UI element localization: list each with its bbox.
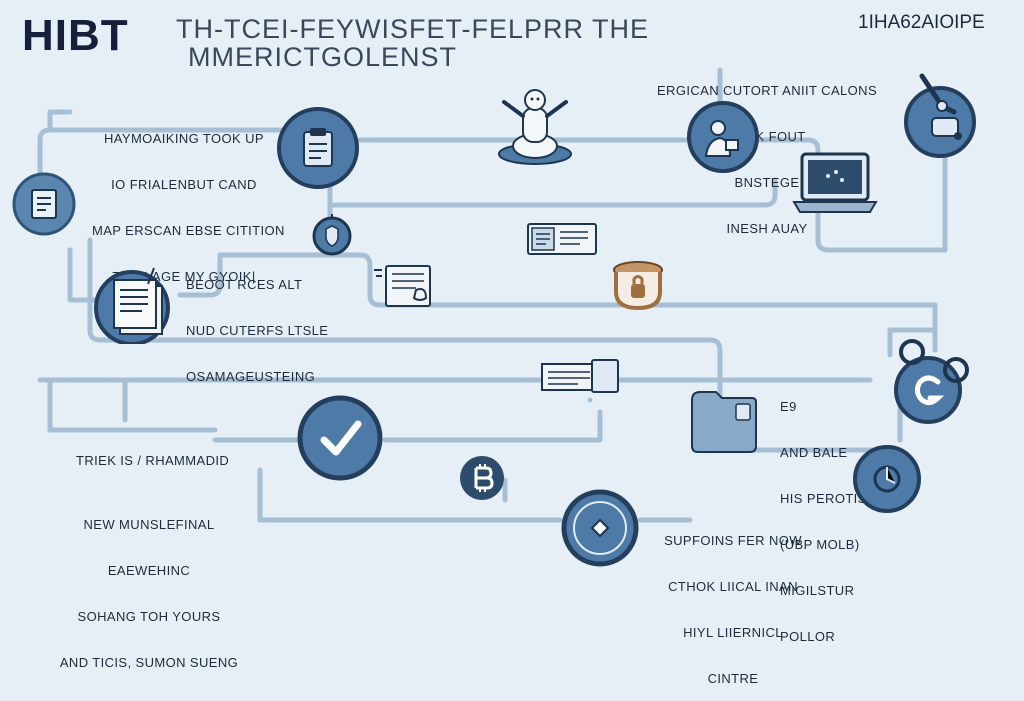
label-line: BEOOT RCES ALT [186, 276, 303, 292]
label-line: (UBP MOLB) [780, 536, 860, 552]
label-line: ERGICAN CUTORT ANIIT CALONS [656, 82, 878, 98]
label-bottom-center: SUPFOINS FER NOW CTHOK LIICAL INAN HIYL … [650, 502, 816, 701]
document-icon [12, 172, 76, 236]
label-line: INESH AUAY [726, 220, 808, 236]
corner-code: 1IHA62AIOIPE [858, 12, 985, 33]
label-middle-left: BEOOT RCES ALT NUD CUTERFS LTSLE OSAMAGE… [186, 246, 328, 399]
lock-pot-icon [613, 261, 663, 311]
wallet-icon [561, 489, 639, 567]
label-line: CINTRE [707, 670, 759, 686]
laptop-icon [792, 152, 878, 213]
clipboard-icon [277, 107, 359, 189]
ticket-icon [541, 359, 619, 393]
label-line: NUD CUTERFS LTSLE [186, 322, 329, 338]
gear-g-icon [894, 339, 969, 424]
headline-line-2: MMERICTGOLENST [188, 42, 458, 72]
bitcoin-icon [460, 456, 504, 500]
label-line: E9 [780, 398, 797, 414]
connection-lines [37, 67, 948, 523]
label-line: EAEWEHINC [107, 562, 191, 578]
folder-icon [374, 265, 431, 307]
worker-icon [687, 101, 759, 173]
file-stack-icon [94, 267, 170, 344]
label-line: OSAMAGEUSTEING [186, 368, 316, 384]
label-bottom-left-header: TRIEK IS / RHAMMADID [76, 453, 230, 468]
label-line: HIYL LIIERNICL [683, 624, 783, 640]
brand-title: HIBT [22, 11, 129, 60]
headline-line-1: TH-TCEI-FEYWISFET-FELPRR THE [176, 14, 650, 44]
label-line: IO FRIALENBUT CAND [111, 176, 257, 192]
label-line: CTHOK LIICAL INAN [668, 578, 798, 594]
label-line: BNSTEGE [734, 174, 800, 190]
refresh-icon [853, 445, 921, 513]
id-card-icon [527, 223, 597, 255]
label-line: SOHANG TOH YOURS [77, 608, 221, 624]
robot-arm-icon [904, 73, 976, 158]
label-line: HAYMOAIKING TOOK UP [103, 130, 265, 146]
robot-guru-icon [498, 89, 572, 165]
label-line: NEW MUNSLEFINAL [83, 516, 215, 532]
chip-icon [691, 391, 757, 453]
label-line: AND TICIS, SUMON SUENG [59, 654, 239, 670]
label-line: MAP ERSCAN EBSE CITITION [92, 222, 285, 238]
label-line: AND BALE [780, 444, 848, 460]
label-line: SUPFOINS FER NOW [664, 532, 802, 548]
checkmark-icon [297, 395, 383, 481]
label-bottom-left: NEW MUNSLEFINAL EAEWEHINC SOHANG TOH YOU… [44, 486, 254, 685]
shield-icon [312, 214, 352, 256]
